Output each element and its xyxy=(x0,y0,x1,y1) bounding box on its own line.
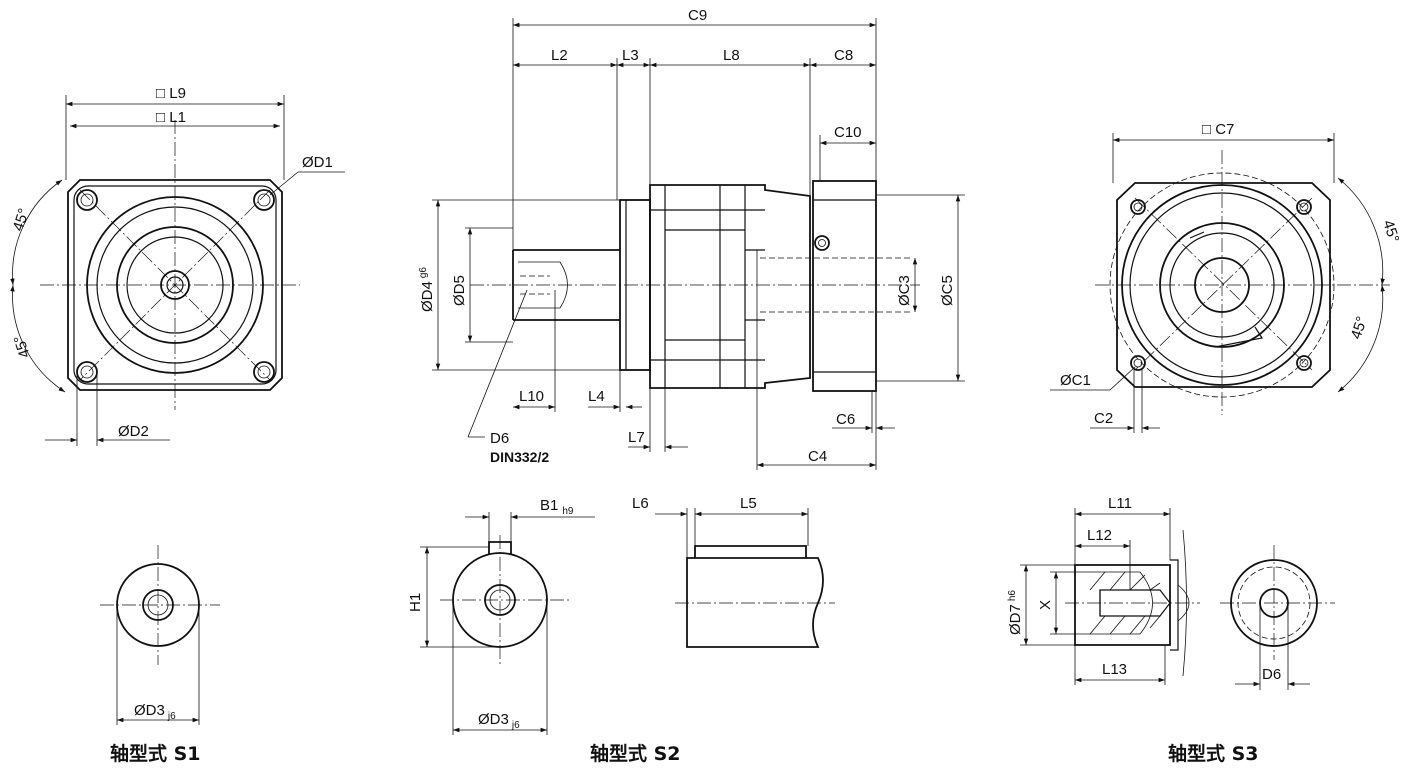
shaft-s1 xyxy=(100,545,220,725)
label-l8: L8 xyxy=(723,47,740,64)
label-d1: ØD1 xyxy=(302,154,333,171)
label-c4: C4 xyxy=(808,448,827,465)
label-x: X xyxy=(1037,600,1054,610)
label-sq-c7: □ C7 xyxy=(1202,121,1234,138)
label-h1: H1 xyxy=(407,593,424,612)
label-d3-s2-main: ØD3 xyxy=(478,711,509,728)
label-d3-s1-tol: j6 xyxy=(167,711,176,722)
label-l12: L12 xyxy=(1087,527,1112,544)
label-din: DIN332/2 xyxy=(490,449,549,465)
front-view-right xyxy=(1050,133,1390,433)
label-d6: D6 xyxy=(490,430,509,447)
label-b1: B1 h9 xyxy=(540,497,574,517)
label-l2: L2 xyxy=(551,47,568,64)
label-d4: ØD4g6 xyxy=(418,267,436,312)
label-l11: L11 xyxy=(1108,495,1132,512)
label-d4-tol: g6 xyxy=(418,267,429,279)
label-c6: C6 xyxy=(836,411,855,428)
label-c3: ØC3 xyxy=(896,275,913,306)
label-l7: L7 xyxy=(628,429,645,446)
front-view-left xyxy=(10,95,345,446)
label-b1-main: B1 xyxy=(540,497,558,514)
label-l10: L10 xyxy=(519,388,544,405)
label-angle-bottom-right: 45° xyxy=(1348,314,1371,341)
label-d4-main: ØD4 xyxy=(419,281,436,312)
label-l13: L13 xyxy=(1102,661,1127,678)
label-l6: L6 xyxy=(632,495,649,512)
label-d3-s2-tol: j6 xyxy=(511,720,520,731)
label-angle-top-right: 45° xyxy=(1379,218,1402,245)
label-d5: ØD5 xyxy=(451,275,468,306)
label-c8: C8 xyxy=(834,47,853,64)
label-angle-top-left: 45° xyxy=(10,206,33,233)
label-c1: ØC1 xyxy=(1060,372,1091,389)
shaft-s3 xyxy=(1020,508,1335,690)
caption-s2: 轴型式 S2 xyxy=(590,742,681,765)
label-d2: ØD2 xyxy=(118,423,149,440)
label-l3: L3 xyxy=(622,47,639,64)
label-d6-s3: D6 xyxy=(1262,666,1281,683)
label-l5: L5 xyxy=(740,495,757,512)
label-d3-s1-main: ØD3 xyxy=(134,702,165,719)
label-d7-main: ØD7 xyxy=(1007,604,1024,635)
label-sq-l9: □ L9 xyxy=(156,85,186,102)
label-d7: ØD7h6 xyxy=(1007,590,1024,635)
label-c5: ØC5 xyxy=(939,275,956,306)
label-l4: L4 xyxy=(588,388,605,405)
label-c10: C10 xyxy=(834,124,862,141)
shaft-s2 xyxy=(420,508,835,735)
caption-s3: 轴型式 S3 xyxy=(1168,742,1259,765)
label-b1-tol: h9 xyxy=(562,506,574,517)
side-view-center xyxy=(432,18,965,470)
label-sq-l1: □ L1 xyxy=(156,109,186,126)
label-c2: C2 xyxy=(1094,410,1113,427)
label-d7-tol: h6 xyxy=(1007,590,1018,602)
label-angle-bottom-left: 45° xyxy=(11,333,34,360)
caption-s1: 轴型式 S1 xyxy=(110,742,201,765)
label-c9: C9 xyxy=(688,7,707,24)
